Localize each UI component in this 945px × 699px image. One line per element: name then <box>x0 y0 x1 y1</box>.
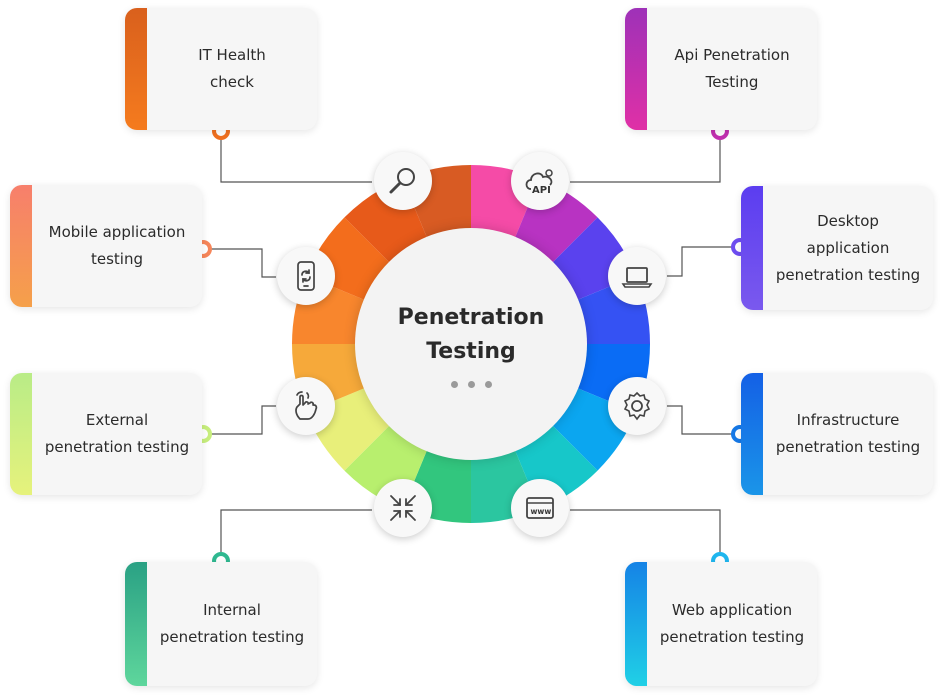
card-line: testing <box>90 250 143 268</box>
center-hub: Penetration Testing <box>355 228 587 460</box>
card-line: External <box>85 411 149 429</box>
card-line: penetration testing <box>775 438 921 456</box>
connector-desktop <box>667 246 738 277</box>
card-label: External penetration testing <box>32 407 202 461</box>
card-line: IT Health <box>198 46 266 64</box>
card-mobile: Mobile application testing <box>10 185 202 307</box>
card-line: Web application <box>671 601 793 619</box>
card-accent-bar <box>741 373 763 495</box>
card-accent-bar <box>125 8 147 130</box>
connector-it-health <box>220 138 372 183</box>
card-line: penetration testing <box>659 628 805 646</box>
www-text: www <box>531 507 552 516</box>
gear-icon <box>608 377 666 435</box>
card-label: IT Health check <box>147 42 317 96</box>
card-web: Web application penetration testing <box>625 562 817 686</box>
mobile-sync-icon <box>277 247 335 305</box>
card-label: Infrastructure penetration testing <box>763 407 933 461</box>
card-line: Api Penetration <box>674 46 790 64</box>
connector-web <box>570 509 721 555</box>
laptop-icon <box>608 247 666 305</box>
card-line: Infrastructure <box>796 411 900 429</box>
card-accent-bar <box>741 186 763 310</box>
compress-arrows-icon <box>374 479 432 537</box>
connector-infrastructure <box>667 405 738 435</box>
api-text: API <box>532 185 551 196</box>
connector-mobile <box>210 248 276 278</box>
card-accent-bar <box>10 373 32 495</box>
card-label: Desktop application penetration testing <box>763 208 933 289</box>
more-dots-icon <box>450 380 492 388</box>
card-label: Mobile application testing <box>32 219 202 273</box>
hand-touch-icon <box>277 377 335 435</box>
card-line: application <box>806 238 890 257</box>
center-title-line1: Penetration <box>397 304 545 330</box>
api-cloud-icon: API <box>511 152 569 210</box>
search-icon <box>374 152 432 210</box>
connector-internal <box>220 509 372 555</box>
card-label: Web application penetration testing <box>647 597 817 651</box>
card-line: penetration testing <box>159 628 305 646</box>
card-line: Mobile application <box>48 223 186 241</box>
card-line: Desktop <box>817 211 879 230</box>
card-accent-bar <box>10 185 32 307</box>
www-browser-icon: www <box>511 479 569 537</box>
card-accent-bar <box>625 8 647 130</box>
card-internal: Internal penetration testing <box>125 562 317 686</box>
card-label: Api Penetration Testing <box>647 42 817 96</box>
center-title-line2: Testing <box>426 338 516 364</box>
connector-api <box>570 138 721 183</box>
card-line: penetration testing <box>44 438 190 456</box>
card-external: External penetration testing <box>10 373 202 495</box>
card-it-health: IT Health check <box>125 8 317 130</box>
connector-external <box>210 405 276 435</box>
card-infrastructure: Infrastructure penetration testing <box>741 373 933 495</box>
card-api: Api Penetration Testing <box>625 8 817 130</box>
card-desktop: Desktop application penetration testing <box>741 186 933 310</box>
card-accent-bar <box>125 562 147 686</box>
card-line: penetration testing <box>775 265 921 284</box>
card-accent-bar <box>625 562 647 686</box>
card-line: check <box>210 73 254 91</box>
card-label: Internal penetration testing <box>147 597 317 651</box>
card-line: Internal <box>203 601 261 619</box>
card-line: Testing <box>705 73 759 91</box>
